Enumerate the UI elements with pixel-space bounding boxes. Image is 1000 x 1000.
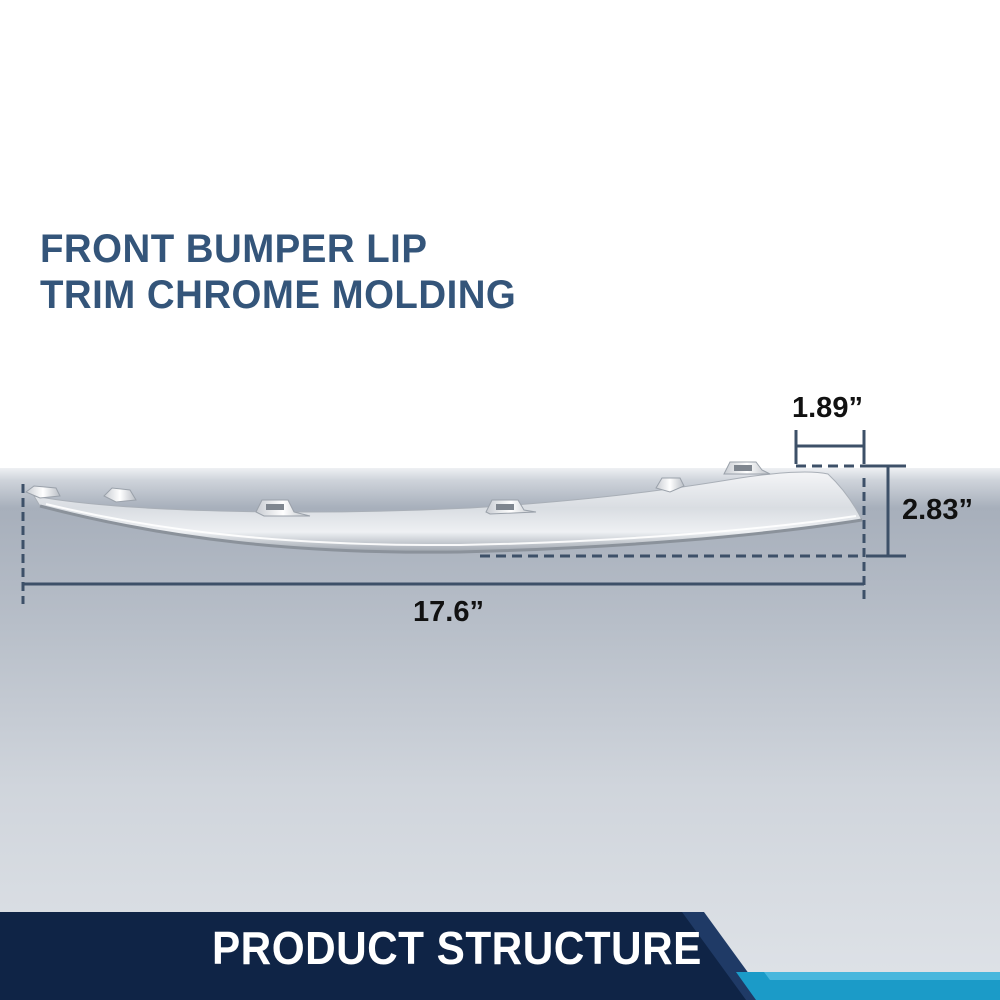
title-line-2: TRIM CHROME MOLDING [40, 273, 517, 317]
mounting-tab [655, 477, 685, 493]
banner-background [0, 912, 1000, 1000]
banner-title: PRODUCT STRUCTURE [212, 922, 702, 974]
height-label: 2.83” [902, 494, 973, 526]
chrome-molding [25, 461, 863, 554]
molding-chrome-edge [39, 504, 863, 554]
mounting-tab [25, 485, 61, 499]
title-line-1: FRONT BUMPER LIP [40, 227, 428, 271]
mounting-tab [103, 487, 137, 503]
dimension-guides [21, 430, 906, 604]
depth-label: 1.89” [792, 392, 863, 424]
molding-body [33, 471, 863, 553]
product-title: FRONT BUMPER LIP TRIM CHROME MOLDING [40, 226, 516, 318]
length-label: 17.6” [413, 596, 484, 628]
